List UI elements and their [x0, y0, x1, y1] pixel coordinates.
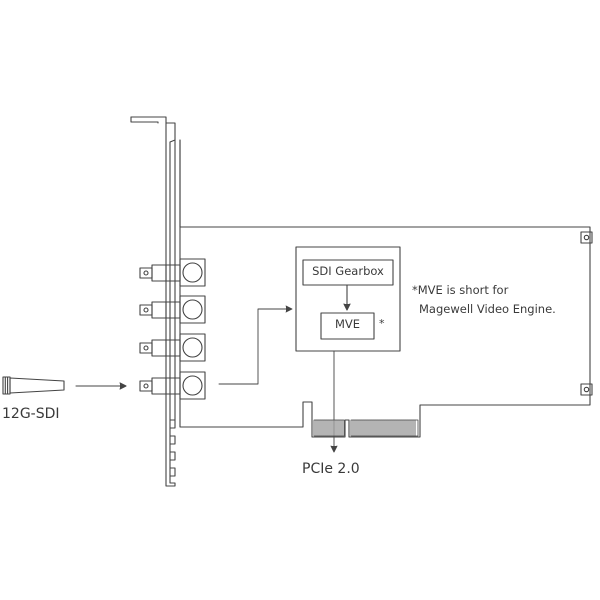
input-label: 12G-SDI	[2, 406, 60, 422]
pcb-board	[179, 139, 593, 438]
mve-asterisk: *	[379, 317, 385, 330]
mounting-hole-icon	[580, 383, 593, 396]
pcie-label: PCIe 2.0	[302, 461, 360, 477]
bnc-connector-3	[139, 333, 206, 362]
gearbox-label: SDI Gearbox	[312, 264, 384, 278]
signal-path	[218, 305, 293, 385]
bnc-connector-4	[139, 371, 206, 400]
footnote-line-2: Magewell Video Engine.	[419, 302, 556, 316]
bnc-connector-1	[139, 258, 206, 287]
pcie-gold-fingers	[313, 419, 419, 437]
processing-block	[295, 246, 401, 352]
bnc-connector-2	[139, 295, 206, 324]
bus-arrow	[330, 350, 338, 453]
mounting-bracket	[130, 116, 176, 487]
mve-label: MVE	[334, 317, 361, 331]
mounting-hole-icon	[580, 231, 593, 244]
mve-box	[320, 312, 375, 340]
input-arrow	[75, 382, 127, 390]
sdi-cable-plug-icon	[2, 376, 65, 395]
footnote-line-1: *MVE is short for	[412, 283, 509, 297]
sdi-gearbox-box	[302, 259, 394, 286]
